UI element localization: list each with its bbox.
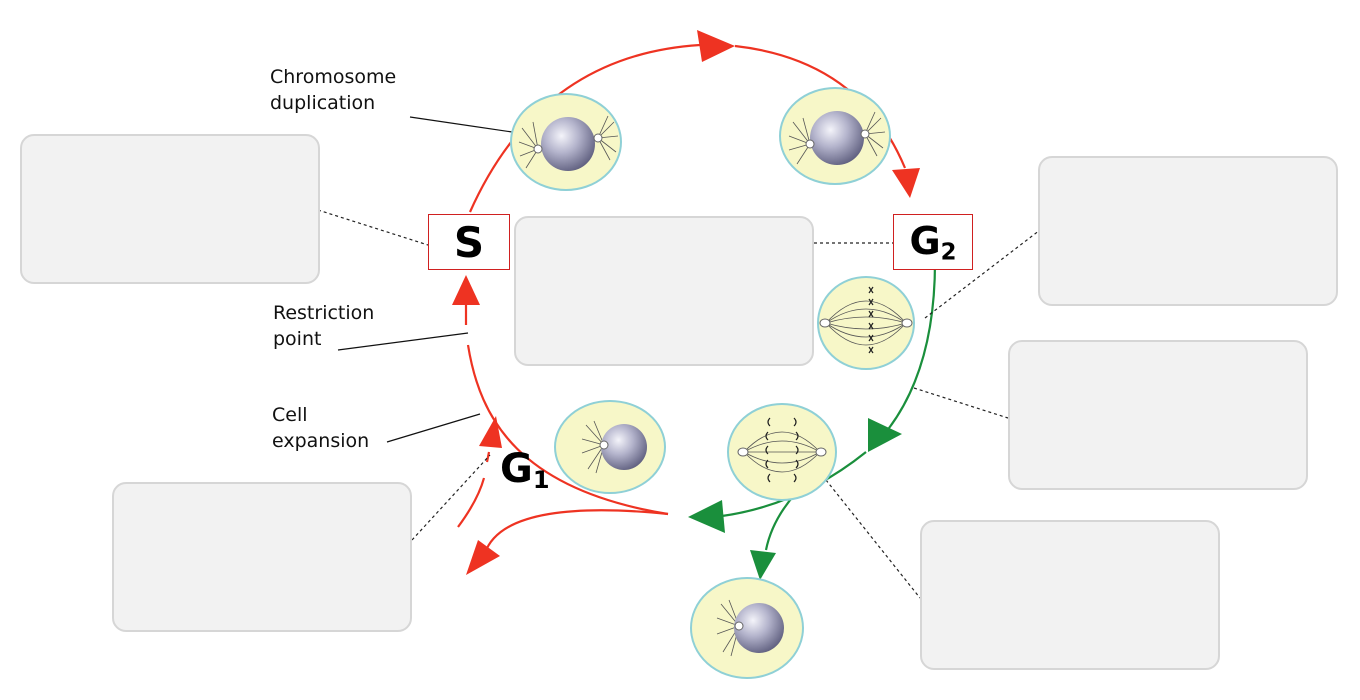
green-arrowhead-daughter — [750, 550, 776, 580]
red-dashed-expansion-2 — [485, 451, 491, 463]
label-cell-expansion: Cell expansion — [272, 404, 370, 452]
leader-cell-expansion — [386, 413, 481, 443]
cell-g1-phase — [554, 400, 666, 494]
blank-label-box-right-top[interactable] — [1038, 156, 1338, 306]
red-arc-top-to-g2 — [734, 44, 907, 169]
red-arc-g1-to-restriction — [466, 344, 669, 516]
cell-daughter — [690, 577, 804, 679]
dotted-leader-box6 — [825, 479, 921, 599]
dotted-leader-box1 — [317, 209, 429, 246]
red-arrowhead-g2 — [892, 168, 920, 198]
dotted-leader-box3 — [924, 229, 1041, 319]
green-arrowhead-1 — [868, 418, 902, 452]
dotted-leader-box4 — [913, 387, 1009, 419]
phase-g2-label: G2 — [909, 218, 957, 266]
dotted-leader-box5 — [411, 454, 491, 541]
red-dashed-expansion — [457, 477, 486, 528]
label-chromosome-duplication: Chromosome duplication — [270, 66, 397, 114]
red-arrowhead-s — [452, 275, 480, 305]
blank-label-box-left-top[interactable] — [20, 134, 320, 284]
blank-label-box-left-bottom[interactable] — [112, 482, 412, 632]
red-arrowhead-g0 — [466, 540, 500, 575]
blank-label-box-right-bottom[interactable] — [920, 520, 1220, 670]
green-arrowhead-g1 — [688, 500, 725, 533]
green-arc-g2-to-m — [885, 261, 937, 433]
blank-label-box-right-middle[interactable] — [1008, 340, 1308, 490]
red-arrowhead-top — [697, 30, 735, 62]
cell-s-phase — [510, 93, 622, 191]
cell-g2-phase — [779, 87, 891, 185]
phase-s-box: S — [428, 214, 510, 270]
phase-g1-label: G1 — [500, 446, 550, 494]
red-arrowhead-expansion — [479, 416, 502, 448]
cell-metaphase — [817, 276, 915, 370]
cell-anaphase — [727, 403, 837, 501]
blank-label-box-center[interactable] — [514, 216, 814, 366]
label-restriction-point: Restriction point — [273, 302, 375, 350]
red-arc-g0-exit — [483, 509, 669, 554]
red-arc-s-to-top — [468, 43, 701, 213]
leader-restriction-point — [337, 332, 469, 351]
phase-s-label: S — [453, 217, 485, 267]
phase-g2-box: G2 — [893, 214, 973, 270]
leader-chromosome-duplication — [409, 116, 513, 133]
